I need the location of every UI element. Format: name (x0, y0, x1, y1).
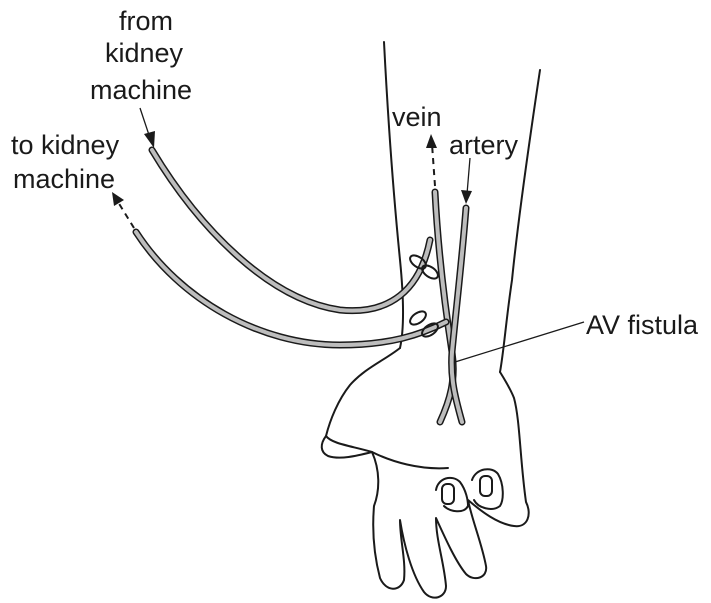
finger-tip-ring (436, 478, 468, 511)
label-from-kidney-machine-line2: kidney (105, 38, 183, 69)
arrow-artery-down (461, 158, 472, 204)
label-from-kidney-machine-line1: from (119, 6, 173, 37)
arrow-from-kidney-machine (140, 108, 155, 148)
label-artery: artery (449, 130, 518, 161)
tube-from-kidney-machine-outer (152, 150, 430, 311)
label-from-kidney-machine-line3: machine (90, 75, 192, 106)
label-to-kidney-machine-line1: to kidney (11, 130, 119, 161)
label-to-kidney-machine-line2: machine (13, 164, 115, 195)
arrow-vein-up (426, 134, 437, 186)
fingernail-ring (442, 484, 454, 504)
label-av-fistula: AV fistula (586, 310, 698, 341)
av-fistula-leader-line (455, 322, 584, 362)
arrow-to-kidney-machine (112, 192, 134, 228)
fingernail-little (480, 476, 492, 496)
tube-from-kidney-machine (152, 150, 430, 311)
palm-crease (372, 452, 448, 468)
forearm-right-edge (500, 70, 540, 372)
label-vein: vein (392, 102, 442, 133)
